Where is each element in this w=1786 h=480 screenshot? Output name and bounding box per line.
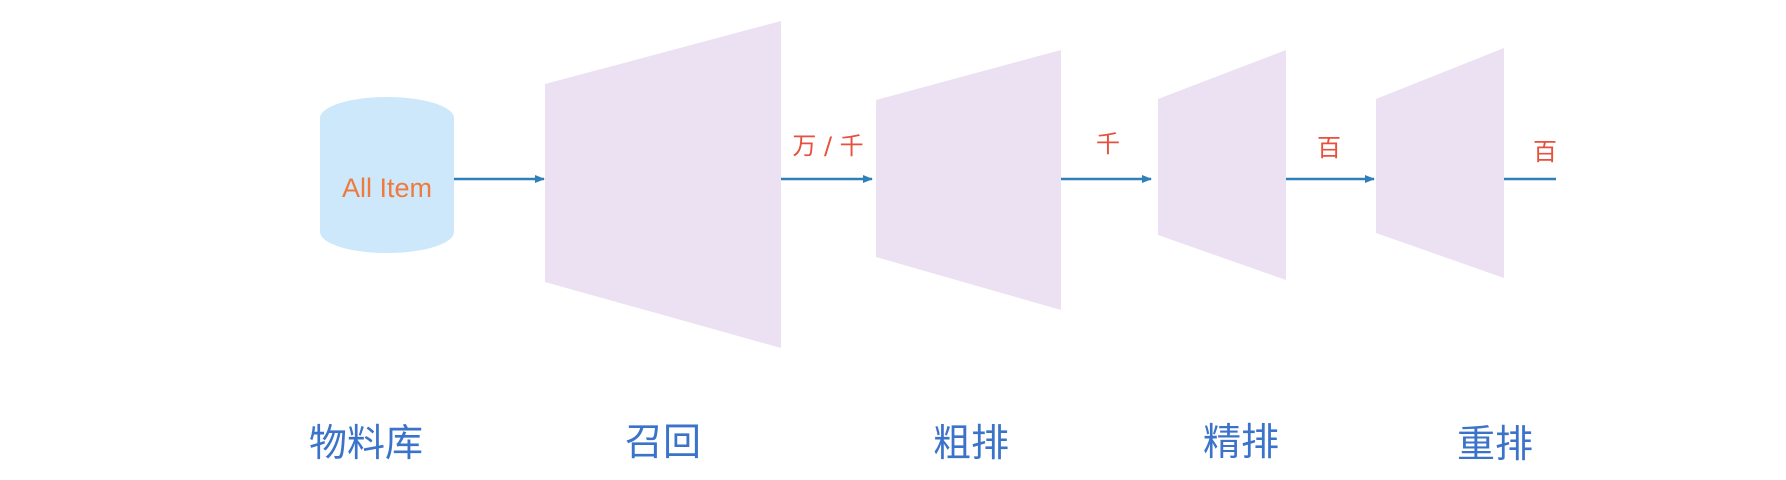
database-top	[320, 97, 454, 139]
database-body	[320, 118, 454, 253]
count-label-fine-output: 百	[1317, 134, 1341, 162]
count-label-recall-output: 万 / 千	[792, 132, 863, 160]
count-label-coarse-output: 千	[1096, 130, 1120, 158]
recall-funnel	[545, 21, 781, 348]
rerank-funnel	[1376, 48, 1504, 278]
count-label-rerank-output: 百	[1533, 138, 1557, 166]
stage-label-coarse-rank: 粗排	[933, 421, 1009, 465]
stage-label-material-library: 物料库	[309, 421, 423, 465]
stage-label-fine-rank: 精排	[1203, 420, 1279, 464]
coarse-rank-funnel	[876, 50, 1061, 310]
stage-label-recall: 召回	[625, 420, 701, 464]
stage-label-rerank: 重排	[1457, 422, 1533, 466]
database-label: All Item	[342, 173, 432, 203]
database-cylinder: All Item	[320, 97, 454, 253]
fine-rank-funnel	[1158, 50, 1286, 280]
